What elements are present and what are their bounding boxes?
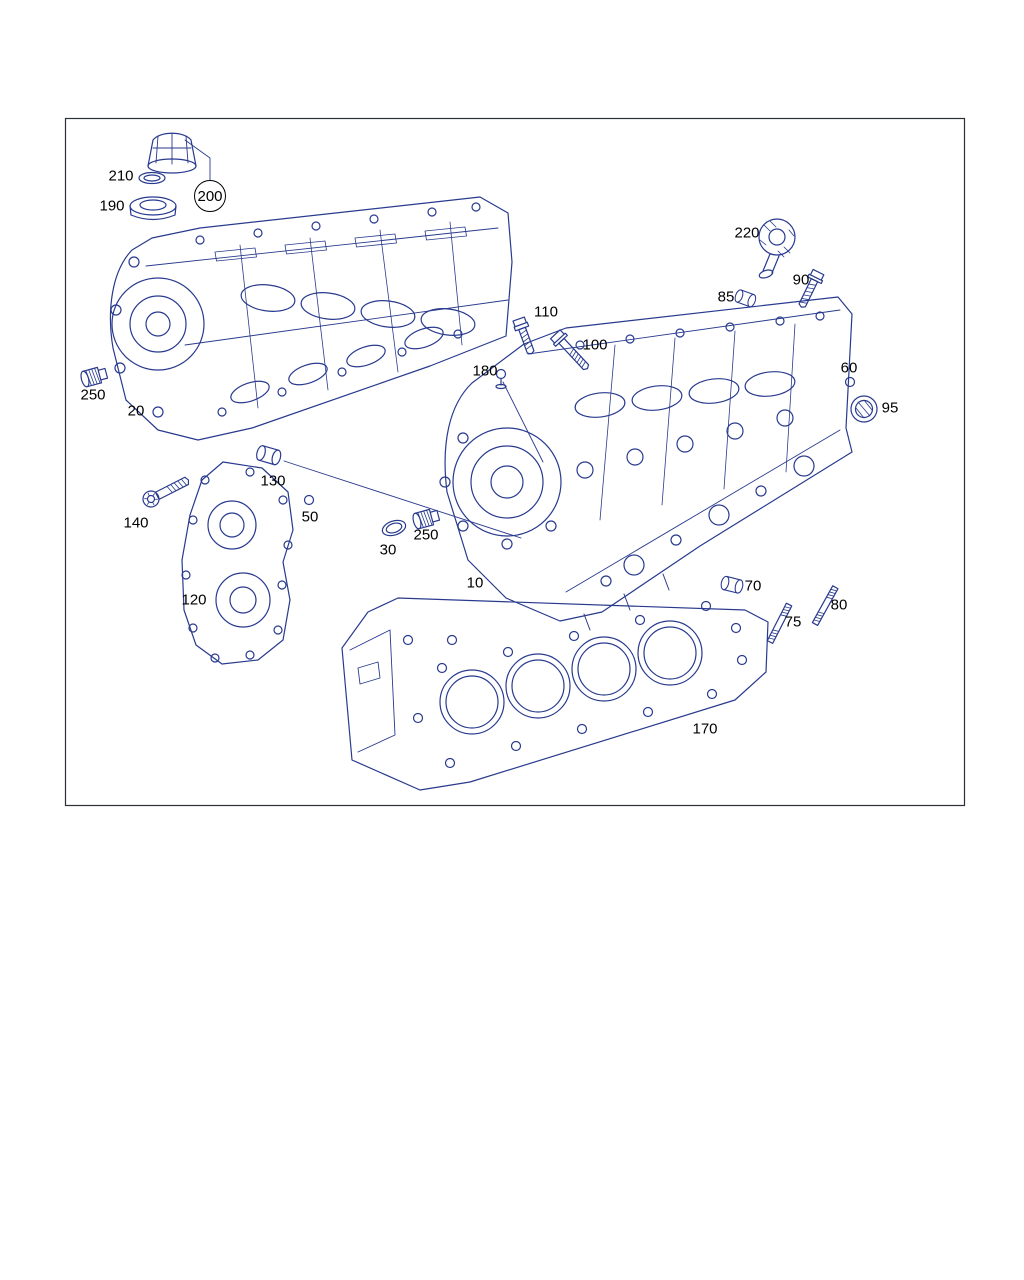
stud-80-drawing <box>811 585 839 627</box>
part-label-180: 180 <box>472 362 498 380</box>
part-label-60: 60 <box>840 359 858 377</box>
right-cylinder-head-drawing <box>439 296 853 631</box>
part-label-140: 140 <box>123 514 149 532</box>
part-label-70: 70 <box>744 577 762 595</box>
dowel-85-drawing <box>734 289 757 308</box>
part-label-95: 95 <box>881 399 899 417</box>
part-label-80: 80 <box>830 596 848 614</box>
part-label-120: 120 <box>181 591 207 609</box>
dowel-70-drawing <box>720 575 744 594</box>
filler-neck-drawing <box>129 196 177 221</box>
part-label-250-left: 250 <box>80 386 106 404</box>
part-callout-200: 200 <box>194 180 226 212</box>
timing-cover-drawing <box>181 461 294 665</box>
left-cylinder-head-drawing <box>109 196 513 441</box>
bolt-140-drawing <box>142 476 190 508</box>
oil-nozzle-220-drawing <box>758 218 796 279</box>
ball-50-drawing <box>303 494 315 506</box>
part-label-250-middle: 250 <box>413 526 439 544</box>
part-label-100: 100 <box>582 336 608 354</box>
part-label-110: 110 <box>534 303 558 321</box>
part-label-10: 10 <box>466 574 484 592</box>
stud-75-drawing <box>766 602 793 644</box>
bolt-90-drawing <box>798 268 825 308</box>
bolt-110-drawing <box>512 316 535 355</box>
part-label-85: 85 <box>717 288 735 306</box>
part-label-170: 170 <box>692 720 718 738</box>
dowel-130-drawing <box>256 445 282 466</box>
cap-seal-ring-drawing <box>138 171 166 185</box>
part-label-50: 50 <box>301 508 319 526</box>
plug-250-left-drawing <box>80 366 109 388</box>
plug-250-middle-drawing <box>412 508 441 530</box>
part-label-75: 75 <box>784 613 802 631</box>
seal-ring-30-drawing <box>381 519 407 537</box>
part-label-210: 210 <box>108 167 134 185</box>
valve-180-drawing <box>495 368 507 390</box>
part-label-190: 190 <box>99 197 125 215</box>
bolt-100-drawing <box>549 329 590 371</box>
diagram-frame <box>64 117 966 807</box>
part-label-220: 220 <box>734 224 760 242</box>
head-gasket-drawing <box>341 597 769 791</box>
part-label-30: 30 <box>379 541 397 559</box>
part-label-20: 20 <box>127 402 145 420</box>
ball-60-drawing <box>844 376 856 388</box>
cam-plug-95-drawing <box>850 395 878 423</box>
part-label-90: 90 <box>792 271 810 289</box>
art-group <box>80 132 878 791</box>
oil-filler-cap-drawing <box>147 132 197 174</box>
part-label-130: 130 <box>260 472 286 490</box>
leader-lines <box>184 139 544 539</box>
